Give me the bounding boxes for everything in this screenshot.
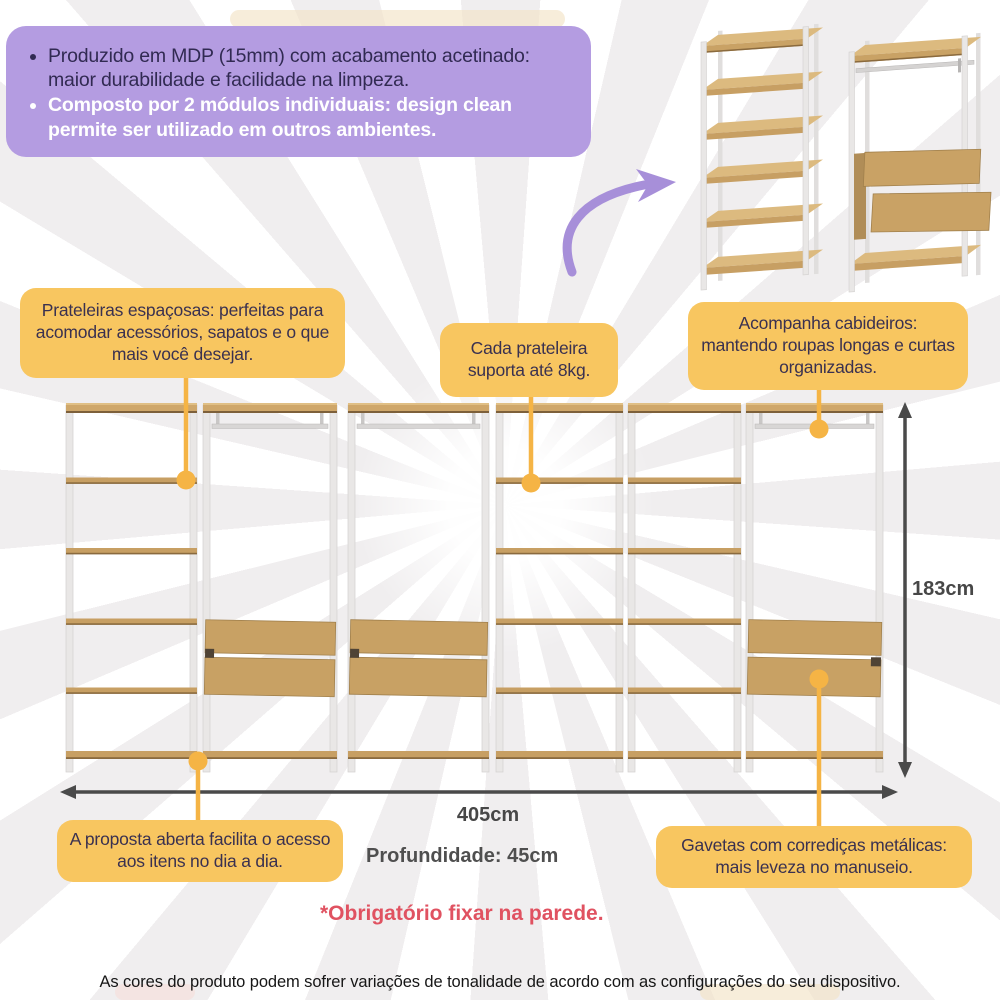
drawer-chest (203, 619, 337, 698)
callout-open-access: A proposta aberta facilita o acesso aos … (57, 820, 343, 882)
height-arrow (898, 402, 912, 778)
curved-arrow-icon (562, 169, 676, 277)
shelf-row (66, 618, 741, 625)
info-bullet-modules: Composto por 2 módulos individuais: desi… (48, 93, 573, 143)
drawer-chest (348, 619, 489, 698)
depth-dimension-label: Profundidade: 45cm (366, 845, 559, 867)
shelf-row (66, 477, 741, 484)
hanging-rods (211, 413, 875, 429)
shelf-row (66, 548, 741, 555)
callout-drawers: Gavetas com corrediças metálicas: mais l… (656, 826, 972, 888)
module-shelf-tower-illustration (700, 23, 823, 291)
drawer-chest (746, 619, 883, 698)
width-arrow (60, 785, 898, 799)
callout-connectors (176, 376, 829, 828)
callout-shelf-capacity: Cada prateleira suporta até 8kg. (440, 323, 618, 397)
module-drawer-rod-illustration (848, 32, 992, 293)
shelf-row (66, 687, 741, 694)
color-disclaimer: As cores do produto podem sofrer variaçõ… (99, 973, 901, 991)
callout-shelves: Prateleiras espaçosas: perfeitas para ac… (20, 288, 345, 378)
info-bullet-material: Produzido em MDP (15mm) com acabamento a… (48, 44, 573, 94)
callout-hangers: Acompanha cabideiros: mantendo roupas lo… (688, 302, 968, 390)
bottom-shelf-row (66, 751, 883, 759)
product-info-box: Produzido em MDP (15mm) com acabamento a… (6, 26, 591, 157)
wardrobe-illustration (65, 403, 884, 773)
wall-fixing-warning: *Obrigatório fixar na parede. (320, 902, 604, 925)
height-dimension-label: 183cm (912, 578, 975, 600)
decor-band-bottom-right (700, 984, 840, 1000)
decor-band-top (230, 10, 565, 28)
width-dimension-label: 405cm (456, 804, 520, 826)
decor-band-bottom-left (115, 984, 195, 1000)
